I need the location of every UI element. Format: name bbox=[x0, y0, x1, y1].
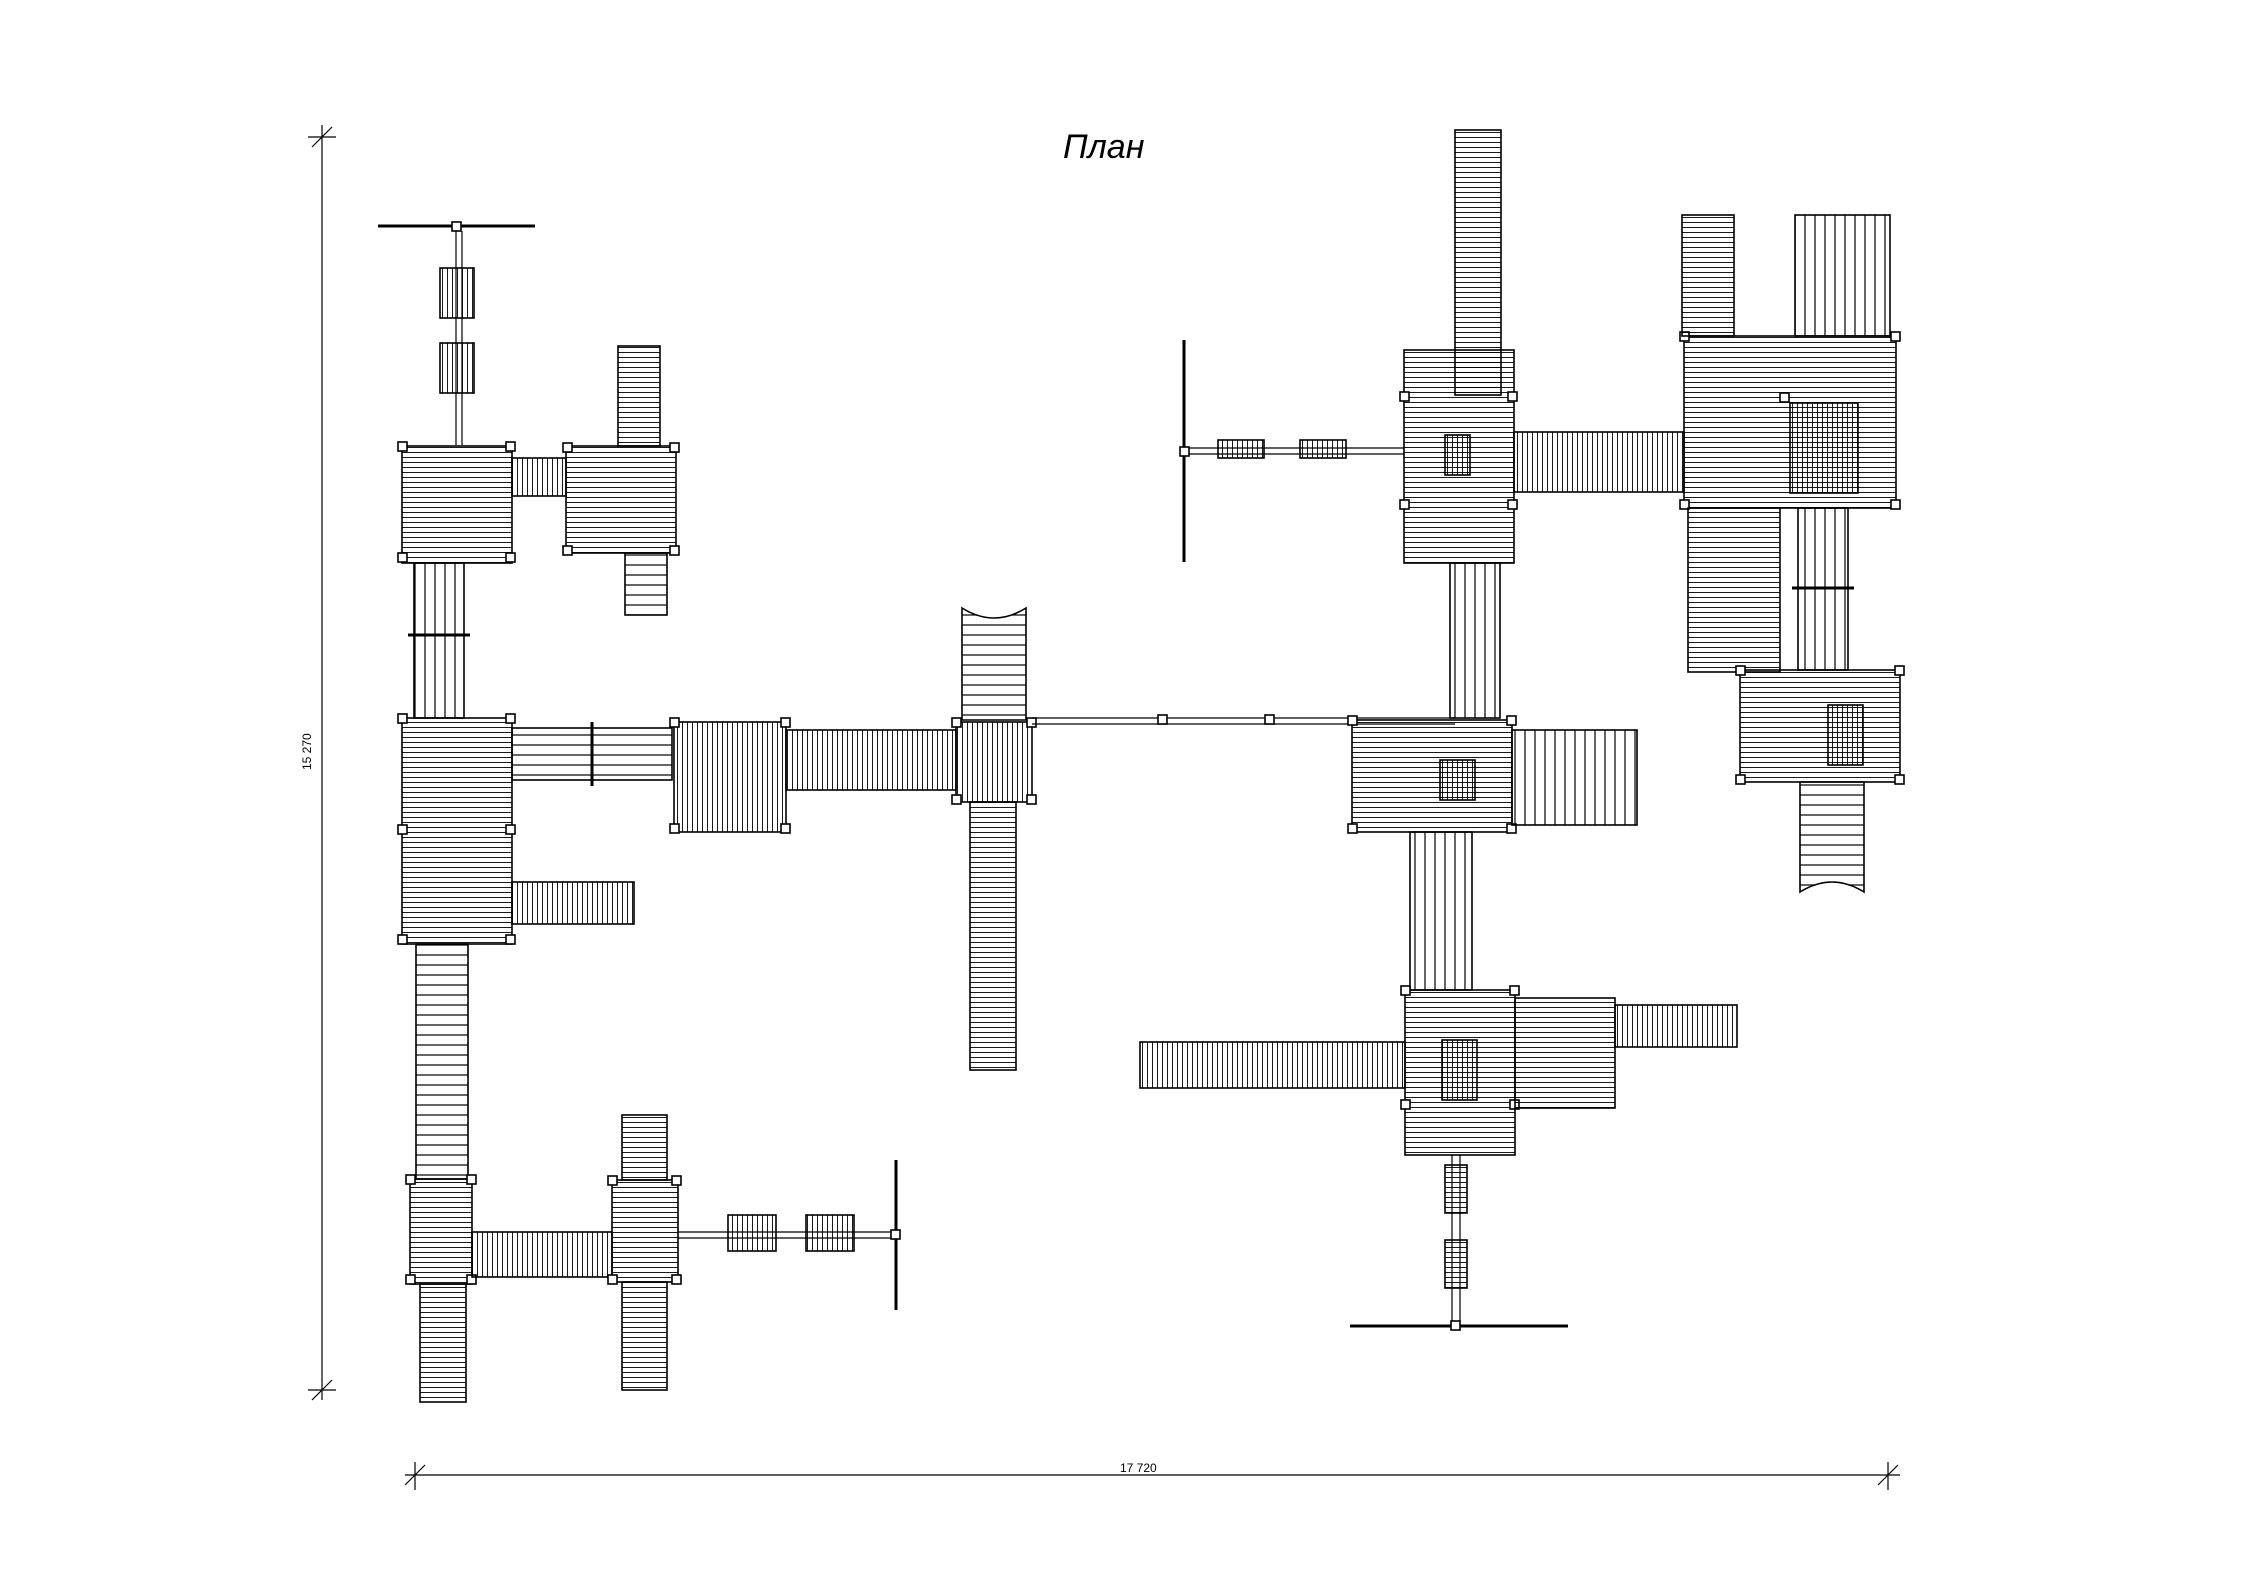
vertical-dimension-line bbox=[308, 125, 336, 1401]
width-dimension-label: 17 720 bbox=[1120, 1461, 1157, 1475]
right-upper-complex bbox=[1179, 129, 1905, 991]
left-complex bbox=[378, 221, 901, 1403]
height-dimension-label: 15 270 bbox=[300, 733, 314, 770]
middle-section bbox=[669, 606, 1455, 1071]
plan-title: План bbox=[1063, 128, 1145, 166]
horizontal-dimension-line bbox=[404, 1462, 1900, 1490]
right-lower-complex bbox=[1139, 985, 1738, 1331]
